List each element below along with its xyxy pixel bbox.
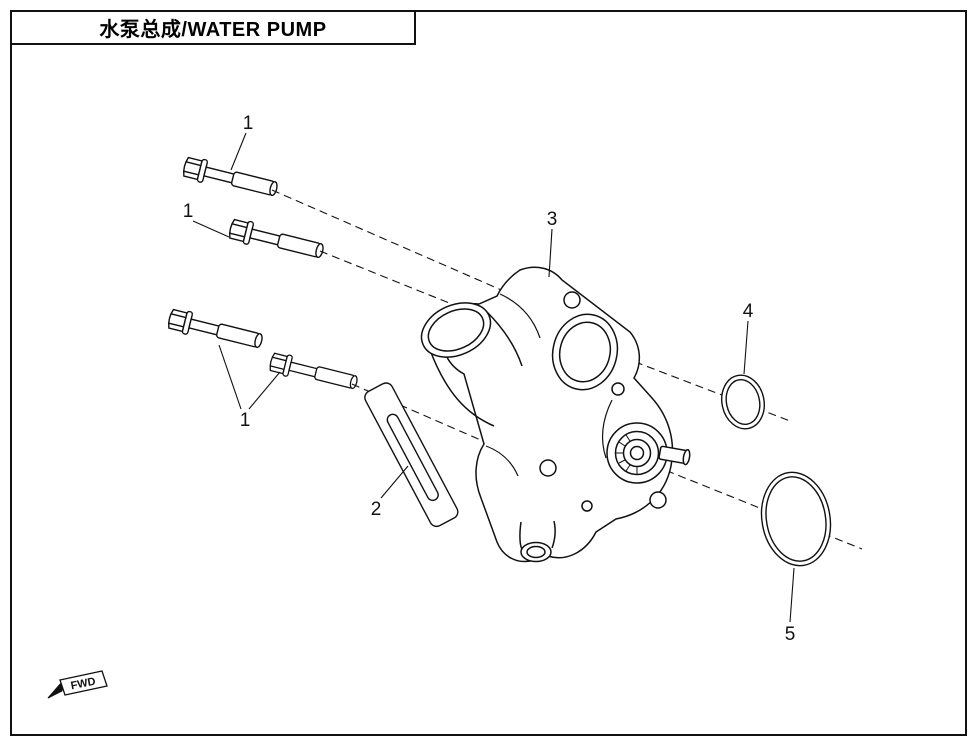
- gasket-slot: [386, 413, 439, 502]
- callout-2-gasket: 2: [371, 499, 382, 520]
- callout-numbers: 1 1 1 2 3 4 5: [183, 113, 796, 645]
- leader-pump: [548, 228, 553, 278]
- bolt-hole-top: [563, 291, 581, 309]
- casting-details: [485, 293, 613, 477]
- o-ring-small: [721, 374, 765, 430]
- callout-leader-lines: [192, 132, 795, 623]
- flange-opening: [551, 313, 619, 391]
- pump-shaft-stub: [658, 445, 691, 466]
- leader-oring-large: [789, 567, 795, 623]
- gasket-strip: [364, 382, 459, 528]
- bolt-hole-lower-right: [649, 491, 667, 509]
- fwd-marker: FWD: [47, 670, 108, 699]
- impeller-bearing: [606, 422, 668, 484]
- leader-bolt-lower-right: [248, 371, 281, 410]
- bolt-hole-bottom: [581, 500, 593, 512]
- page-border: [10, 10, 967, 736]
- fwd-arrow-icon: [47, 680, 63, 699]
- bolt-1-lower-right: [267, 350, 360, 394]
- fwd-label: FWD: [70, 676, 97, 693]
- mounting-bolts: [165, 154, 360, 394]
- callout-1-middle: 1: [183, 201, 194, 222]
- bearing-hatching: [616, 434, 638, 474]
- callout-1-top: 1: [243, 113, 254, 134]
- bolt-1-middle: [226, 216, 327, 264]
- bolt-hole-lower-left: [539, 459, 557, 477]
- bolt-1-lower-left: [165, 306, 266, 354]
- fwd-flag-outline: [59, 670, 108, 696]
- water-pump-body: [420, 266, 691, 563]
- callout-1-lower: 1: [240, 410, 251, 431]
- callout-3-pump: 3: [547, 209, 558, 230]
- leader-bolt-top: [230, 132, 247, 171]
- leader-bolt-middle: [192, 220, 230, 238]
- bolt-1-top: [180, 154, 281, 202]
- leader-oring-small: [743, 320, 749, 375]
- leader-bolt-lower-left: [218, 344, 242, 410]
- inlet-neck: [420, 302, 523, 427]
- bottom-outlet: [519, 520, 556, 563]
- diagram-title: 水泵总成/WATER PUMP: [99, 19, 327, 41]
- o-ring-large: [760, 471, 832, 567]
- callout-5-oring-large: 5: [785, 624, 796, 645]
- bolt-hole-right: [611, 382, 625, 396]
- diagram-title-box: 水泵总成/WATER PUMP: [10, 10, 416, 45]
- bolt-holes: [539, 291, 667, 512]
- leader-gasket: [380, 465, 409, 499]
- axis-line-top-bolt: [271, 189, 507, 293]
- callout-4-oring-small: 4: [743, 301, 754, 322]
